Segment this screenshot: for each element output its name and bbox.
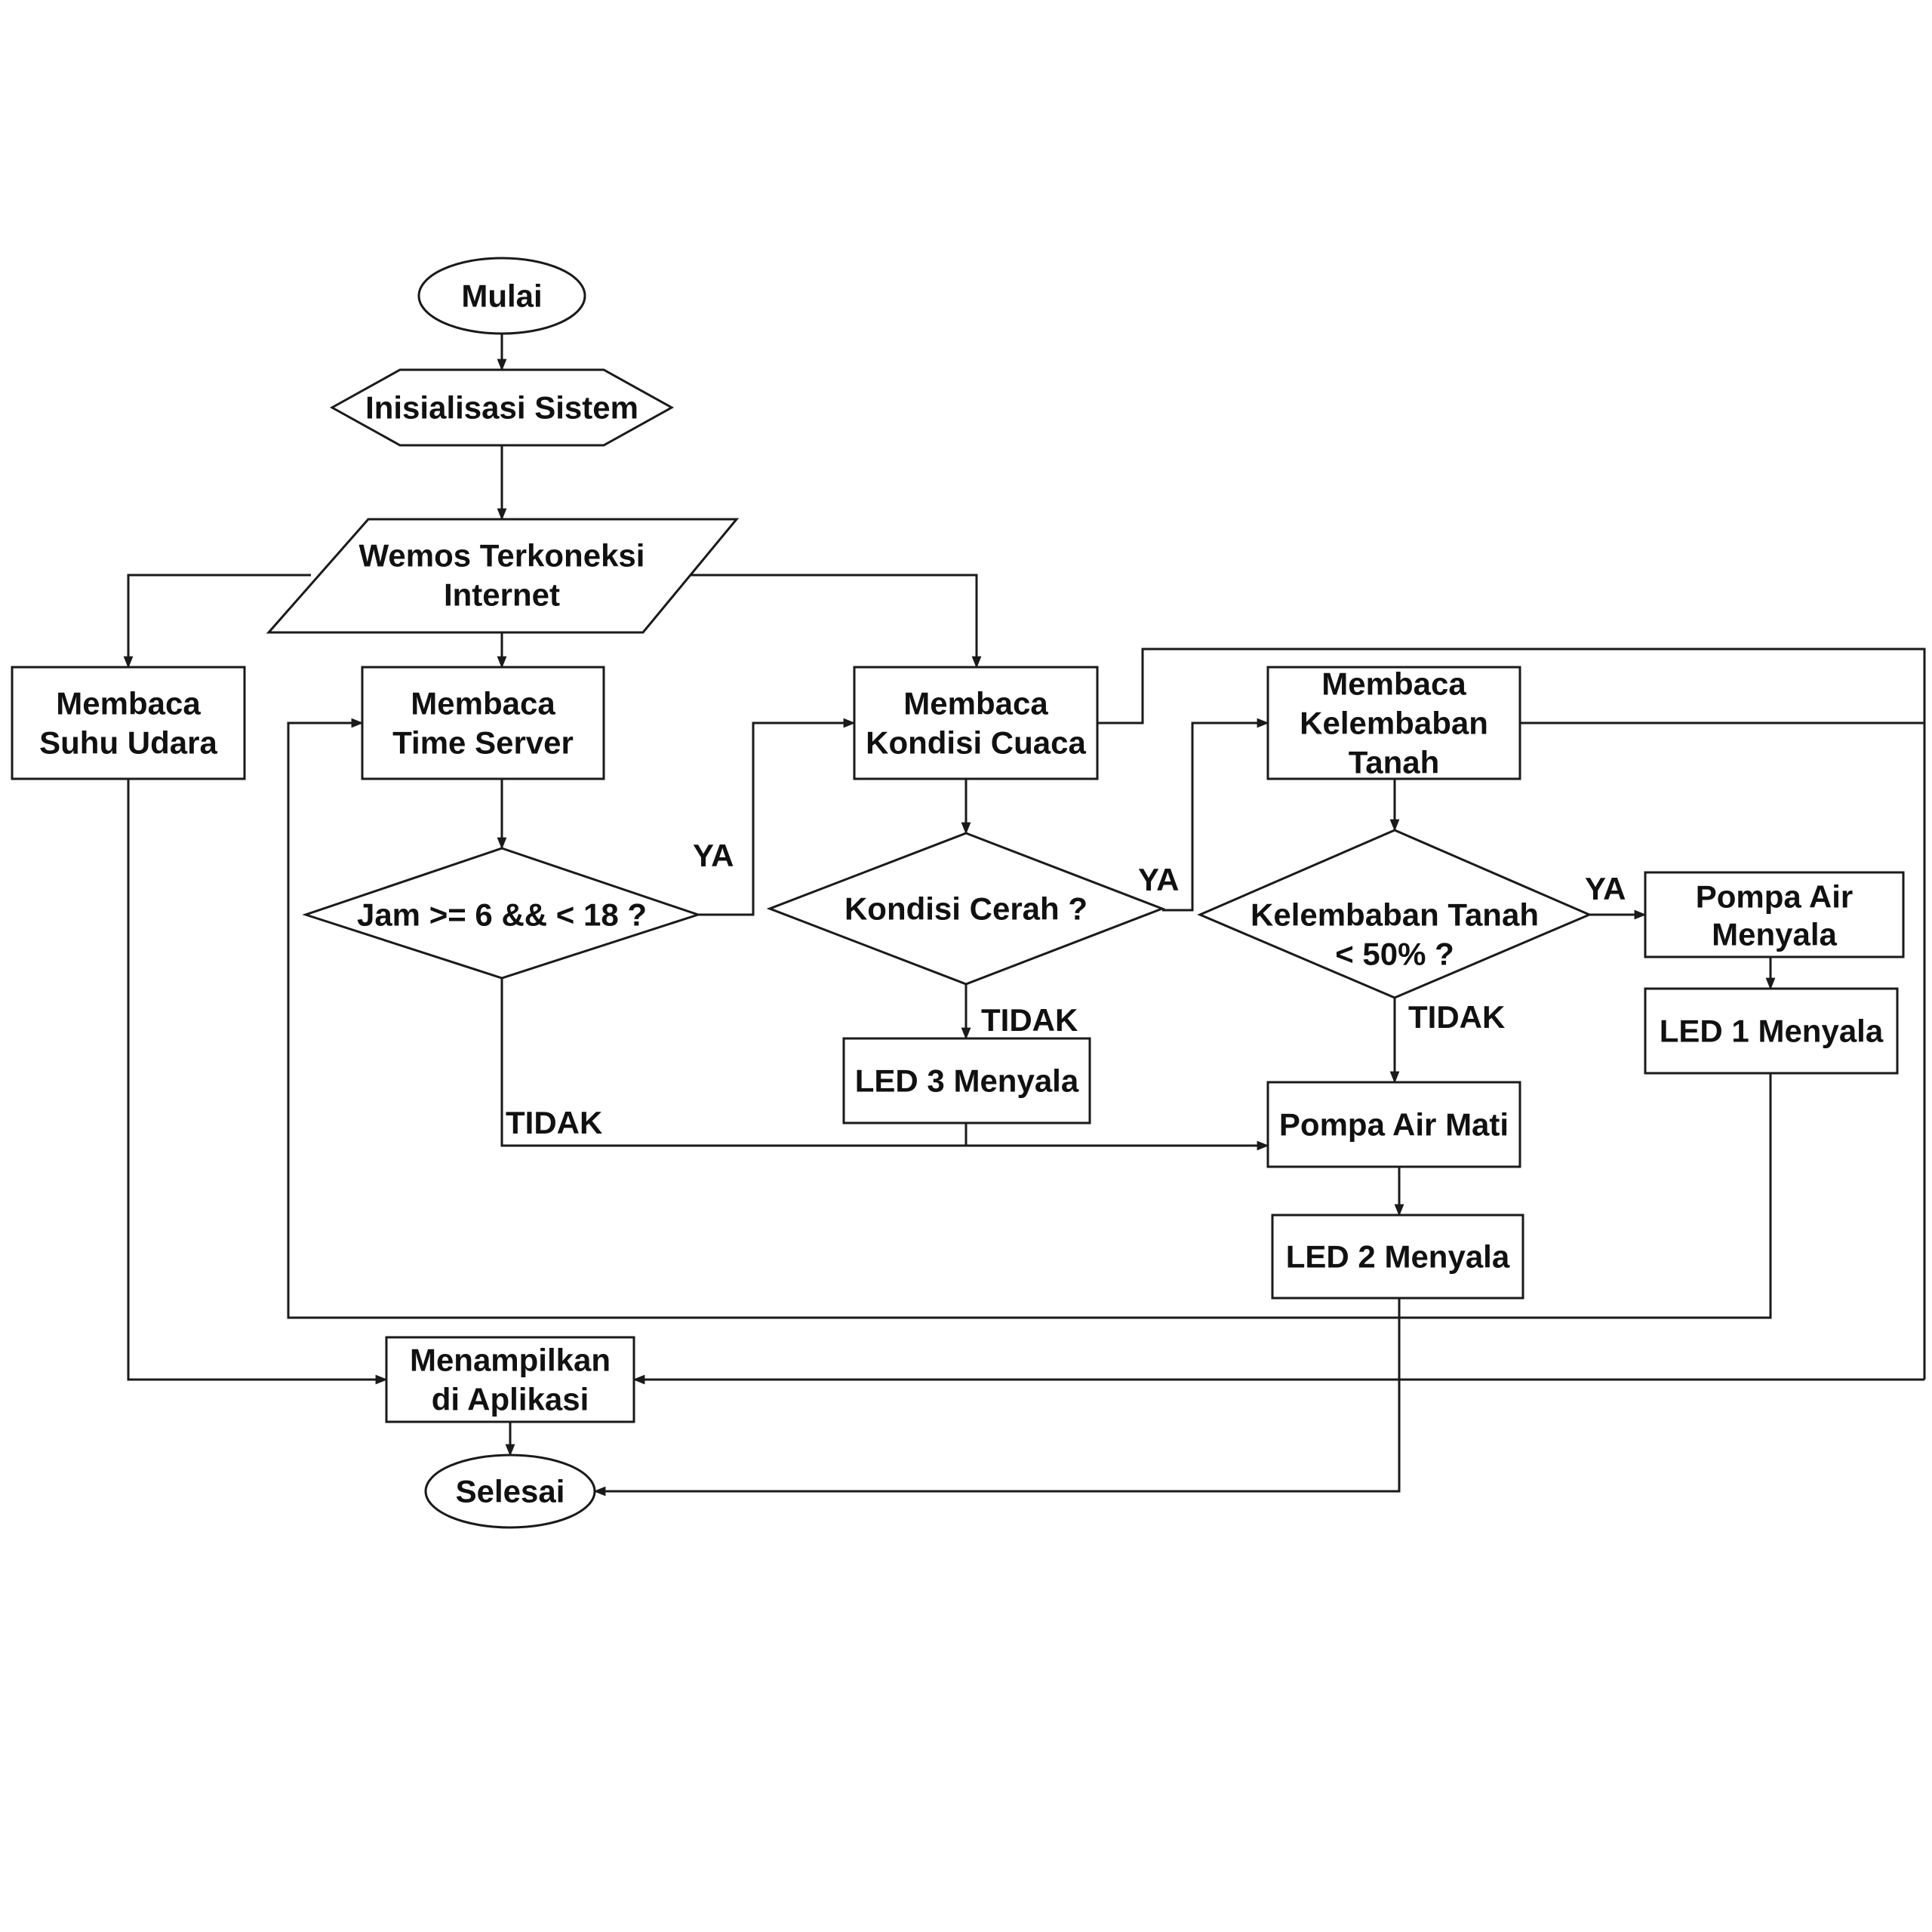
edge-wemos-to-suhu [123,574,311,669]
edge-suhu-to-tampil [127,779,388,1385]
node-label: LED 1 Menyala [1660,1014,1884,1049]
node-membaca-kondisi-cuaca: Membaca Kondisi Cuaca [853,666,1099,780]
node-label-line1: Menampilkan [410,1343,611,1378]
process-shape [385,1336,635,1423]
node-selesai: Selesai [424,1454,596,1529]
node-decision-kondisi-cerah: Kondisi Cerah ? [766,832,1166,986]
terminator-shape [424,1454,596,1529]
node-label-line2: Kondisi Cuaca [866,725,1086,761]
label-jam-tidak: TIDAK [506,1105,602,1140]
edges [123,334,1926,1497]
edge-led2-to-selesai [593,1298,1401,1497]
node-label-line1: Pompa Air [1696,879,1853,915]
node-label-line2: < 50% ? [1335,937,1454,972]
node-label-line1: Membaca [903,686,1048,721]
process-shape [361,666,605,780]
node-led-2-menyala: LED 2 Menyala [1271,1214,1524,1300]
node-label-line2: Kelembaban [1300,706,1488,741]
process-shape [853,666,1099,780]
process-shape [1266,1081,1521,1168]
node-wemos-terkoneksi: Wemos Terkoneksi Internet [266,518,740,634]
label-kt-ya: YA [1585,871,1626,906]
process-shape [1644,871,1905,958]
node-label-line1: Membaca [1321,666,1466,702]
decision-shape [766,832,1166,986]
terminator-shape [417,257,586,335]
node-label: LED 2 Menyala [1286,1239,1510,1275]
io-shape [266,518,740,634]
label-kt-tidak: TIDAK [1408,999,1505,1035]
node-membaca-time-server: Membaca Time Server [361,666,605,780]
edge-jam-ya-to-cuaca [698,718,856,916]
process-shape [1271,1214,1524,1300]
node-label: Selesai [456,1474,565,1509]
edge-jam-tidak-to-pompa-off [500,978,1269,1151]
node-label-line2: Suhu Udara [39,725,217,761]
node-pompa-air-mati: Pompa Air Mati [1266,1081,1521,1168]
node-led-3-menyala: LED 3 Menyala [842,1037,1091,1124]
node-label: Mulai [461,278,542,314]
edge-cuaca-to-tampil [1097,648,1926,1380]
process-shape [1644,987,1899,1075]
node-label-line3: Tanah [1349,745,1440,780]
node-label-line1: Membaca [411,686,555,721]
node-label-line2: di Aplikasi [432,1382,589,1417]
process-shape [1266,666,1521,780]
node-label: LED 3 Menyala [855,1063,1079,1099]
node-label: Inisialisasi Sistem [365,390,638,426]
preparation-shape [329,368,675,447]
node-label-line1: Wemos Terkoneksi [359,538,645,574]
node-led-1-menyala: LED 1 Menyala [1644,987,1899,1075]
node-label-line1: Membaca [56,686,201,721]
label-cerah-ya: YA [1138,862,1180,897]
label-cerah-tidak: TIDAK [981,1002,1078,1038]
label-jam-ya: YA [693,838,734,873]
node-label-line2: Menyala [1712,917,1837,952]
node-pompa-air-menyala: Pompa Air Menyala [1644,871,1905,958]
edge-cerah-ya-to-kelembaban [1162,718,1269,912]
edge-labels: YA TIDAK YA TIDAK YA TIDAK [506,838,1626,1140]
process-shape [842,1037,1091,1124]
node-label: Pompa Air Mati [1279,1107,1509,1143]
node-label-line2: Internet [444,577,560,613]
edge-led1-loop-to-time [287,718,1772,1319]
node-decision-kelembaban-tanah: Kelembaban Tanah < 50% ? [1197,829,1592,999]
node-label: Jam >= 6 && < 18 ? [357,897,647,933]
node-decision-jam: Jam >= 6 && < 18 ? [302,847,702,980]
node-mulai: Mulai [417,257,586,335]
node-label: Kondisi Cerah ? [844,891,1088,927]
node-inisialisasi-sistem: Inisialisasi Sistem [329,368,675,447]
node-label-line2: Time Server [392,725,574,761]
node-membaca-kelembaban-tanah: Membaca Kelembaban Tanah [1266,666,1521,780]
node-membaca-suhu-udara: Membaca Suhu Udara [11,666,246,780]
decision-shape [1197,829,1592,999]
node-menampilkan-di-aplikasi: Menampilkan di Aplikasi [385,1336,635,1423]
edge-wemos-to-cuaca [690,574,982,669]
node-label-line1: Kelembaban Tanah [1251,897,1539,933]
decision-shape [302,847,702,980]
process-shape [11,666,246,780]
